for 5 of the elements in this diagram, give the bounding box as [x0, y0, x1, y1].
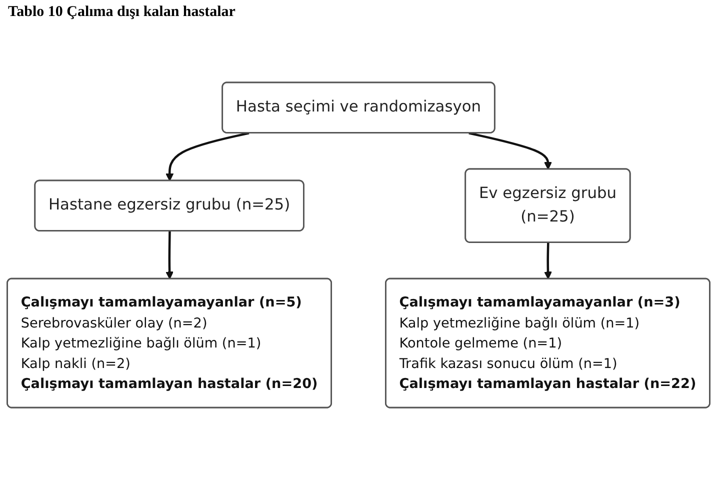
table-title: Tablo 10 Çalıma dışı kalan hastalar	[7, 3, 236, 22]
arrow	[544, 242, 552, 280]
arrow	[166, 231, 174, 280]
arrow	[468, 132, 552, 170]
arrow	[166, 132, 250, 182]
